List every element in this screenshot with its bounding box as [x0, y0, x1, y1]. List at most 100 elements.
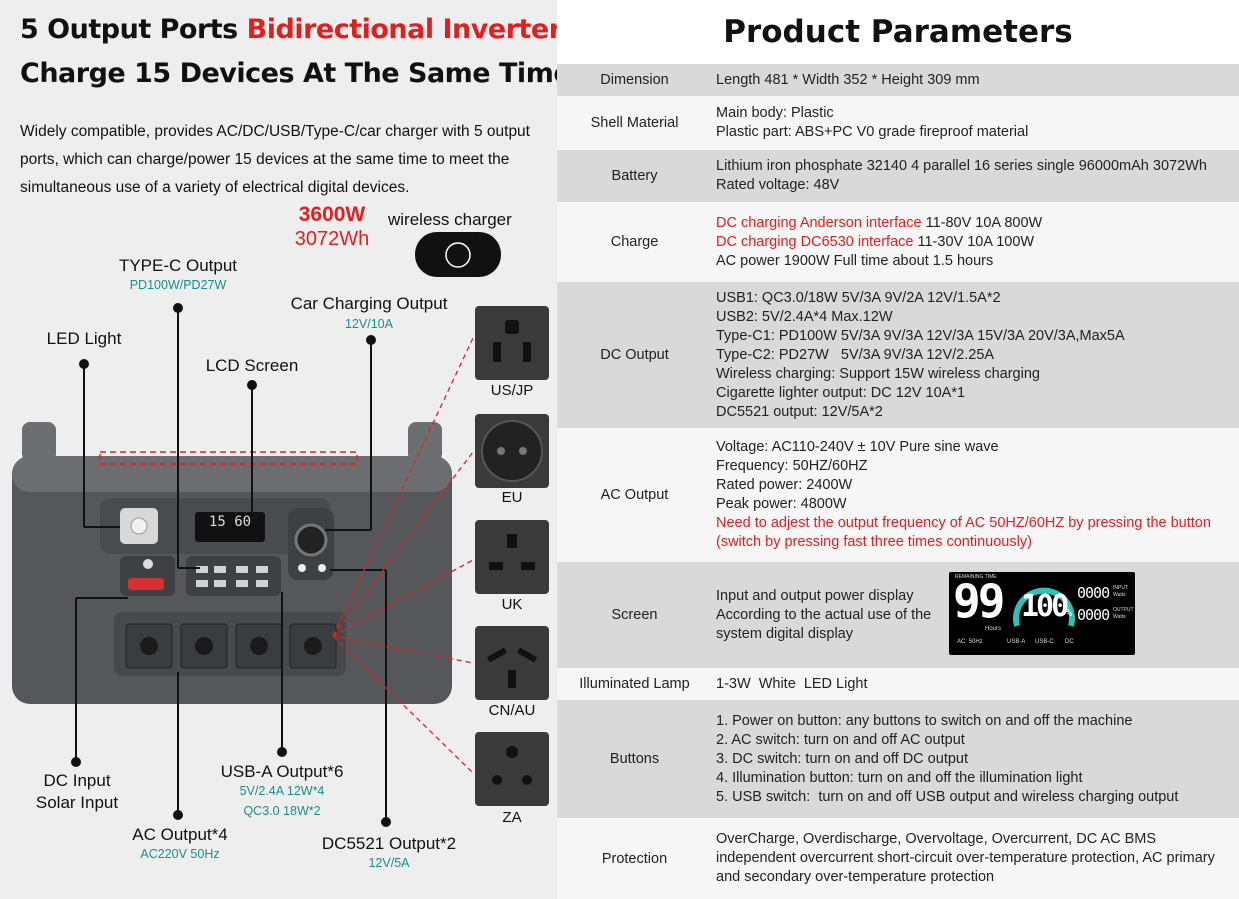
param-value: Peak power: 4800W — [716, 496, 847, 512]
wireless-charger-label: wireless charger — [388, 210, 512, 229]
led-light-label: LED Light — [46, 329, 122, 348]
dc5521-spec: 12V/5A — [368, 856, 410, 870]
za-socket-icon — [475, 732, 549, 806]
param-value: Voltage: AC110-240V ± 10V Pure sine wave — [716, 439, 999, 455]
lcd-output-watts: Watts — [1113, 614, 1126, 620]
param-value: system digital display — [716, 625, 853, 642]
param-label: Charge — [610, 234, 659, 250]
param-value: Rated voltage: 48V — [716, 177, 840, 193]
plug-label-cn-au: CN/AU — [488, 702, 536, 719]
lcd-readout: 15 60 — [208, 514, 252, 530]
car-charging-label: Car Charging Output — [290, 294, 448, 313]
eu-socket-icon — [475, 414, 549, 488]
param-value: Type-C2: PD27W 5V/3A 9V/3A 12V/2.25A — [716, 346, 995, 363]
param-row-screen: Screen Input and output power display Ac… — [557, 562, 1239, 668]
param-label: Dimension — [600, 72, 669, 88]
dc-input-label: DC Input — [43, 771, 111, 790]
lcd-progress-ring-icon — [1013, 587, 1075, 627]
param-row-buttons: Buttons 1. Power on button: any buttons … — [557, 700, 1239, 818]
param-value: DC charging Anderson interface 11-80V 10… — [716, 214, 1043, 231]
param-value: Frequency: 50HZ/60HZ — [716, 458, 868, 474]
param-value: Rated power: 2400W — [716, 477, 853, 493]
param-row-battery: Battery Lithium iron phosphate 32140 4 p… — [557, 150, 1239, 202]
param-label: Protection — [601, 850, 668, 867]
param-value: USB2: 5V/2.4A*4 Max.12W — [716, 308, 893, 325]
param-row-protection: Protection OverCharge, Overdischarge, Ov… — [557, 818, 1239, 899]
lcd-display-preview: REMAINING TIME 99 Hours 100% 0000 INPUT … — [949, 572, 1135, 655]
solar-input-label: Solar Input — [35, 793, 119, 812]
param-row-lamp: Illuminated Lamp 1-3W White LED Light — [557, 668, 1239, 700]
param-value: Wireless charging: Support 15W wireless … — [716, 365, 1040, 382]
lcd-output-label: OUTPUT — [1113, 607, 1134, 613]
typec-label: TYPE-C Output — [118, 256, 238, 275]
lcd-input-label: INPUT — [1113, 585, 1128, 591]
lcd-usbc-indicator: USB-C — [1035, 639, 1054, 645]
ac-output-spec: AC220V 50Hz — [140, 847, 220, 861]
power-rating: 3600W — [298, 203, 366, 226]
headline-line-2: Charge 15 Devices At The Same Time — [20, 58, 557, 89]
lcd-remaining-time: REMAINING TIME — [955, 574, 997, 580]
lcd-ac-indicator: AC 50Hz — [957, 639, 983, 645]
plug-label-uk: UK — [501, 596, 523, 613]
usba-spec-1: 5V/2.4A 12W*4 — [239, 784, 325, 798]
param-value: DC5521 output: 12V/5A*2 — [716, 403, 883, 420]
lcd-input-watts: Watts — [1113, 592, 1126, 598]
lcd-percent-readout: 100% — [1021, 589, 1073, 624]
lcd-hours-digits: 99 — [953, 574, 1005, 628]
product-parameters-panel: Product Parameters Dimension Length 481 … — [557, 0, 1239, 899]
param-row-charge: Charge DC charging Anderson interface 11… — [557, 202, 1239, 282]
param-value: Plastic part: ABS+PC V0 grade fireproof … — [716, 124, 1029, 140]
headline-red: Bidirectional Inverter — [246, 14, 557, 45]
lcd-input-readout: 0000 — [1077, 584, 1110, 602]
plug-label-eu: EU — [501, 489, 523, 506]
param-value: DC charging DC6530 interface 11-30V 10A … — [716, 233, 1035, 250]
headline-black: 5 Output Ports — [20, 14, 247, 45]
lcd-dc-indicator: DC — [1065, 639, 1074, 645]
lcd-screen-label: LCD Screen — [205, 356, 299, 375]
param-value: Input and output power display — [716, 587, 914, 604]
plug-label-za: ZA — [502, 809, 522, 826]
param-row-dc-output: DC Output USB1: QC3.0/18W 5V/3A 9V/2A 12… — [557, 282, 1239, 428]
param-value: 2. AC switch: turn on and off AC output — [716, 731, 965, 748]
headline-line-1: 5 Output Ports Bidirectional Inverter — [20, 14, 557, 45]
param-label: DC Output — [600, 347, 669, 363]
parameters-title: Product Parameters — [723, 14, 1073, 50]
param-value: 5. USB switch: turn on and off USB outpu… — [716, 788, 1179, 805]
param-value: Type-C1: PD100W 5V/3A 9V/3A 12V/3A 15V/3… — [716, 327, 1125, 344]
param-value: 1-3W White LED Light — [716, 675, 868, 692]
uk-socket-icon — [475, 520, 549, 594]
usba-label: USB-A Output*6 — [220, 762, 344, 781]
dc5521-label: DC5521 Output*2 — [321, 834, 457, 853]
param-value: Main body: Plastic — [716, 105, 834, 121]
capacity-rating: 3072Wh — [294, 228, 370, 250]
param-value: AC power 1900W Full time about 1.5 hours — [716, 252, 994, 269]
power-station-illustration — [12, 232, 501, 827]
feature-description: Widely compatible, provides AC/DC/USB/Ty… — [20, 123, 530, 196]
cn-au-socket-icon — [475, 626, 549, 700]
param-label: Battery — [611, 168, 658, 184]
ac-output-label: AC Output*4 — [132, 825, 228, 844]
param-row-ac-output: AC Output Voltage: AC110-240V ± 10V Pure… — [557, 428, 1239, 562]
param-value: According to the actual use of the — [716, 606, 932, 623]
param-label: Buttons — [609, 751, 660, 767]
param-value: Cigarette lighter output: DC 12V 10A*1 — [716, 384, 966, 401]
us-jp-socket-icon — [475, 306, 549, 380]
param-label: Screen — [611, 607, 658, 623]
param-row-shell: Shell Material Main body: Plastic Plasti… — [557, 96, 1239, 150]
product-feature-panel: 5 Output Ports Bidirectional Inverter Ch… — [0, 0, 557, 899]
lcd-usba-indicator: USB-A — [1007, 639, 1026, 645]
param-value: OverCharge, Overdischarge, Overvoltage, … — [716, 831, 1215, 885]
param-value-warning: Need to adjest the output frequency of A… — [716, 515, 1211, 550]
param-label: Illuminated Lamp — [579, 676, 690, 692]
param-label: AC Output — [600, 487, 669, 503]
param-value: USB1: QC3.0/18W 5V/3A 9V/2A 12V/1.5A*2 — [716, 289, 1001, 306]
param-value: Length 481 * Width 352 * Height 309 mm — [716, 71, 980, 88]
usba-spec-2: QC3.0 18W*2 — [243, 804, 321, 818]
param-label: Shell Material — [590, 115, 679, 131]
param-row-dimension: Dimension Length 481 * Width 352 * Heigh… — [557, 64, 1239, 96]
param-value: 4. Illumination button: turn on and off … — [716, 769, 1083, 786]
param-value: 3. DC switch: turn on and off DC output — [716, 750, 969, 767]
lcd-hours-label: Hours — [985, 626, 1002, 632]
param-value: Lithium iron phosphate 32140 4 parallel … — [716, 158, 1207, 174]
typec-spec: PD100W/PD27W — [129, 278, 227, 292]
